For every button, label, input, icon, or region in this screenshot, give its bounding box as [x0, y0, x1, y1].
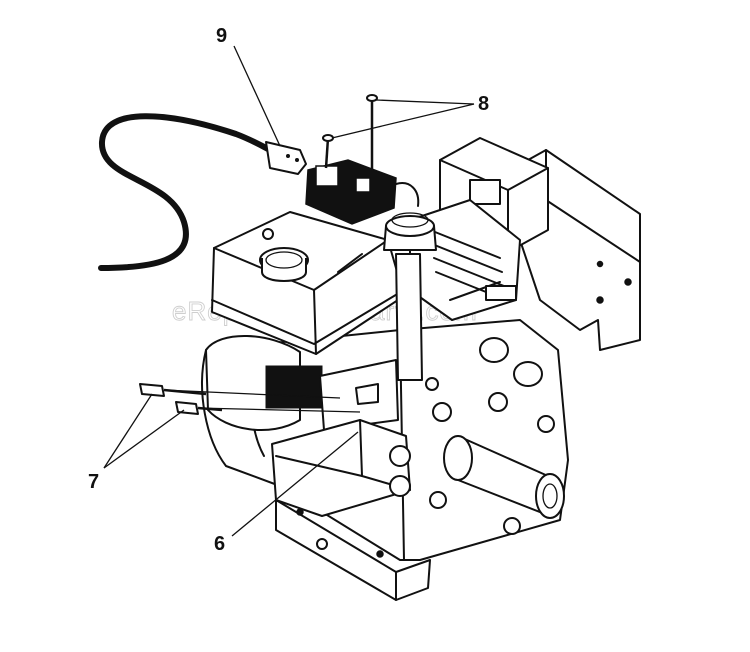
callout-9: 9: [216, 25, 227, 47]
callout-7: 7: [88, 471, 99, 493]
power-cord: [98, 113, 307, 271]
starter-switch-box: [305, 159, 420, 225]
callout-8: 8: [478, 93, 489, 115]
crankcase-bosses: [425, 337, 555, 535]
crankshaft: [443, 435, 565, 519]
fuel-tank: [211, 211, 405, 355]
callout-6: 6: [214, 533, 225, 555]
screws-8: [322, 94, 378, 170]
oil-fill-tube: [383, 212, 437, 381]
leader-lines: [103, 45, 475, 537]
starter-housing: [205, 334, 399, 431]
